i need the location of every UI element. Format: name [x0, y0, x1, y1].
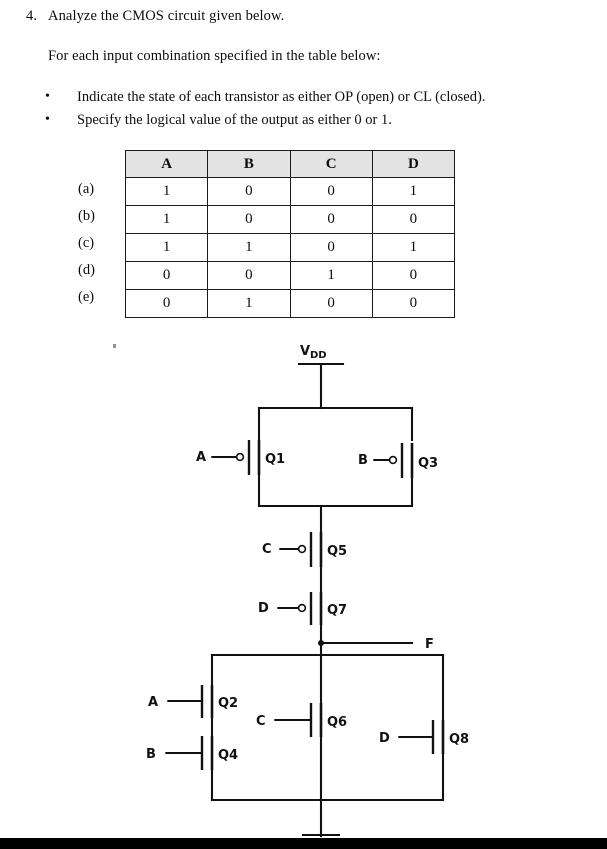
transistor-q3: B Q3: [358, 443, 438, 508]
input-label-d-q7: D: [258, 601, 269, 616]
ground-connection: [210, 798, 445, 838]
cell-d: 0: [371, 261, 456, 290]
cmos-circuit-diagram: V DD A Q1: [0, 330, 607, 840]
output-node-f: F: [318, 637, 434, 652]
cell-b: 1: [207, 289, 291, 318]
scan-artifact: [113, 344, 116, 348]
instruction-bullet-1-text: Indicate the state of each transistor as…: [77, 89, 486, 105]
cell-a: 1: [124, 233, 209, 262]
transistor-label-q5: Q5: [327, 544, 347, 559]
vdd-label-sub: DD: [310, 350, 327, 361]
transistor-label-q7: Q7: [327, 603, 347, 618]
transistor-q2: A Q2: [148, 685, 238, 738]
transistor-q8: D Q8: [379, 720, 469, 802]
input-label-c-q5: C: [262, 542, 272, 557]
vdd-rail: [297, 362, 345, 410]
bullet-marker-icon: •: [45, 112, 50, 127]
cell-c: 1: [289, 261, 373, 290]
instruction-bullet-2-text: Specify the logical value of the output …: [77, 112, 392, 128]
question-intro: For each input combination specified in …: [48, 48, 381, 64]
input-label-d-q8: D: [379, 731, 390, 746]
cell-d: 0: [371, 205, 456, 234]
row-label-b: (b): [78, 208, 95, 224]
transistor-label-q2: Q2: [218, 696, 238, 711]
pmos-bubble-q3: [388, 455, 398, 465]
vdd-label-main: V: [300, 344, 310, 359]
cell-b: 1: [207, 233, 291, 262]
transistor-q1: A Q1: [196, 440, 285, 508]
nmos-top-rail: [210, 653, 445, 722]
cell-a: 1: [124, 177, 209, 206]
output-label-f: F: [425, 637, 434, 652]
table-row: 0 0 1 0: [124, 261, 456, 290]
input-label-a-q2: A: [148, 695, 158, 710]
question-number: 4.: [26, 8, 38, 24]
question-title: Analyze the CMOS circuit given below.: [48, 8, 285, 24]
table-row: 1 0 0 1: [124, 177, 456, 206]
transistor-q7: D Q7: [258, 592, 347, 657]
row-label-e: (e): [78, 289, 95, 305]
column-header-a: A: [124, 150, 209, 178]
row-label-c: (c): [78, 235, 95, 251]
pmos-parallel-rail: [257, 406, 414, 442]
cell-a: 0: [124, 261, 209, 290]
cell-d: 1: [371, 233, 456, 262]
cell-d: 0: [371, 289, 456, 318]
pmos-bubble-q1: [235, 452, 245, 462]
cell-a: 1: [124, 205, 209, 234]
transistor-label-q1: Q1: [265, 452, 285, 467]
vdd-supply-label: V DD: [300, 344, 327, 361]
circuit-schematic-svg: V DD A Q1: [146, 344, 469, 838]
input-label-b-q4: B: [146, 747, 156, 762]
cell-d: 1: [371, 177, 456, 206]
column-header-c: C: [289, 150, 373, 178]
cell-c: 0: [289, 205, 373, 234]
table-header-row: A B C D: [124, 150, 456, 178]
input-label-c-q6: C: [256, 714, 266, 729]
column-header-d: D: [371, 150, 456, 178]
cell-b: 0: [207, 261, 291, 290]
transistor-label-q3: Q3: [418, 456, 438, 471]
cell-b: 0: [207, 177, 291, 206]
transistor-label-q8: Q8: [449, 732, 469, 747]
transistor-label-q6: Q6: [327, 715, 347, 730]
pmos-bubble-q7: [297, 603, 307, 613]
cell-c: 0: [289, 177, 373, 206]
transistor-q5: C Q5: [262, 532, 347, 594]
transistor-q4: B Q4: [146, 736, 238, 802]
cell-a: 0: [124, 289, 209, 318]
page-bottom-band: [0, 838, 607, 849]
cell-c: 0: [289, 289, 373, 318]
cell-c: 0: [289, 233, 373, 262]
pmos-parallel-merge: [257, 504, 414, 534]
transistor-label-q4: Q4: [218, 748, 238, 763]
cell-b: 0: [207, 205, 291, 234]
column-header-b: B: [207, 150, 291, 178]
table-row: 0 1 0 0: [124, 289, 456, 318]
input-combination-table: A B C D 1 0 0 1 1 0 0 0 1 1 0: [124, 150, 456, 318]
output-junction-dot: [318, 640, 324, 646]
table-row: 1 1 0 1: [124, 233, 456, 262]
input-label-b-q3: B: [358, 453, 368, 468]
bullet-marker-icon: •: [45, 89, 50, 104]
input-label-a-q1: A: [196, 450, 206, 465]
pmos-bubble-q5: [297, 544, 307, 554]
table-row: 1 0 0 0: [124, 205, 456, 234]
transistor-q6: C Q6: [256, 703, 347, 802]
row-label-d: (d): [78, 262, 95, 278]
row-label-a: (a): [78, 181, 95, 197]
